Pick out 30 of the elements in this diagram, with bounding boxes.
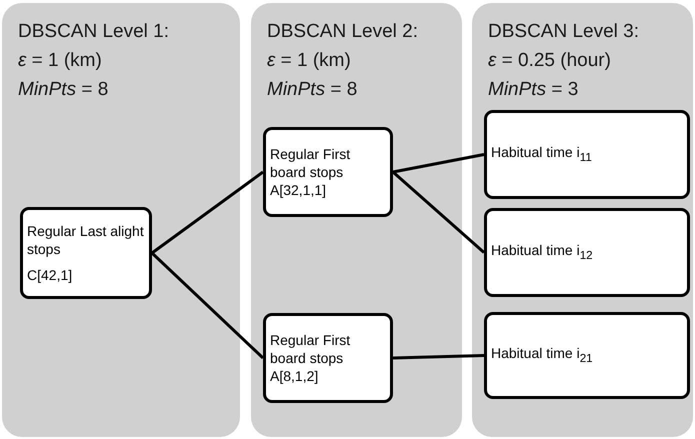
connector-line (392, 153, 484, 174)
connector-line (150, 252, 264, 360)
cluster-box (484, 110, 690, 199)
parameter-text: MinPts = 8 (18, 78, 108, 102)
parameter-text: ε = 1 (km) (18, 49, 102, 73)
cluster-box (20, 207, 152, 299)
cluster-box (484, 208, 690, 297)
box-text: Habitual time i$_{11}$ (491, 142, 593, 166)
level-heading: DBSCAN Level 2: (267, 20, 418, 44)
connector-line (151, 170, 264, 254)
cluster-box (263, 127, 393, 217)
box-text: Habitual time i$_{12}$ (491, 240, 594, 264)
box-text: Regular First board stops A[8,1,2] (270, 331, 352, 385)
cluster-box (484, 312, 690, 399)
box-text: Regular First board stops A[32,1,1] (270, 145, 352, 199)
connector-line (392, 354, 484, 360)
level-heading: DBSCAN Level 1: (18, 20, 170, 44)
parameter-text: ε = 1 (km) (267, 49, 351, 73)
box-text: C[42,1] (27, 266, 74, 284)
box-text: Regular Last alight stops (27, 222, 145, 258)
box-text: Habitual time i$_{21}$ (491, 344, 594, 366)
cluster-box (263, 313, 393, 403)
level-panel (251, 3, 462, 437)
connector-line (392, 170, 485, 254)
level-heading: DBSCAN Level 3: (488, 20, 640, 44)
level-panel (2, 3, 240, 437)
level-panel (472, 3, 693, 437)
parameter-text: ε = 0.25 (hour) (488, 49, 611, 73)
parameter-text: MinPts = 3 (488, 78, 578, 102)
parameter-text: MinPts = 8 (267, 78, 358, 102)
